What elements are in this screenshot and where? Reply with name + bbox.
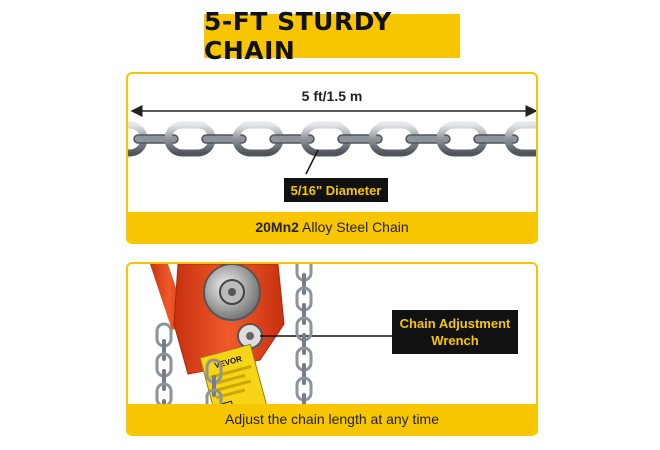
diameter-badge: 5/16" Diameter (284, 178, 388, 202)
chain-link (162, 369, 166, 391)
hoist-panel: VEVOR Chain Adjustment Wrench Adjust the… (126, 262, 538, 436)
chain-link (162, 339, 166, 361)
chain-material-bold: 20Mn2 (255, 219, 299, 235)
title-banner: 5-FT STURDY CHAIN (204, 7, 460, 65)
chain-material-text: Alloy Steel Chain (298, 219, 409, 235)
chain-link (504, 121, 536, 157)
chain-caption: 20Mn2 Alloy Steel Chain (128, 212, 536, 242)
chain-panel: 5 ft/1.5 m 5/16" Diameter 20Mn2 Alloy St… (126, 72, 538, 244)
chain-link (212, 375, 216, 397)
hoist-illustration: VEVOR (150, 264, 392, 432)
callout-line-1: Chain Adjustment (399, 316, 511, 331)
chain-row (128, 121, 536, 157)
chain-illustration (128, 105, 536, 175)
chain-link (302, 303, 306, 325)
diameter-pointer (305, 149, 319, 175)
hoist-caption: Adjust the chain length at any time (128, 404, 536, 434)
callout-line-2: Wrench (431, 333, 479, 348)
wrench-callout: Chain Adjustment Wrench (392, 310, 518, 354)
chain-link (302, 363, 306, 385)
chain-length-label: 5 ft/1.5 m (301, 88, 363, 104)
chain-link (302, 273, 306, 295)
chain-link (302, 333, 306, 355)
title-text: 5-FT STURDY CHAIN (204, 7, 392, 65)
